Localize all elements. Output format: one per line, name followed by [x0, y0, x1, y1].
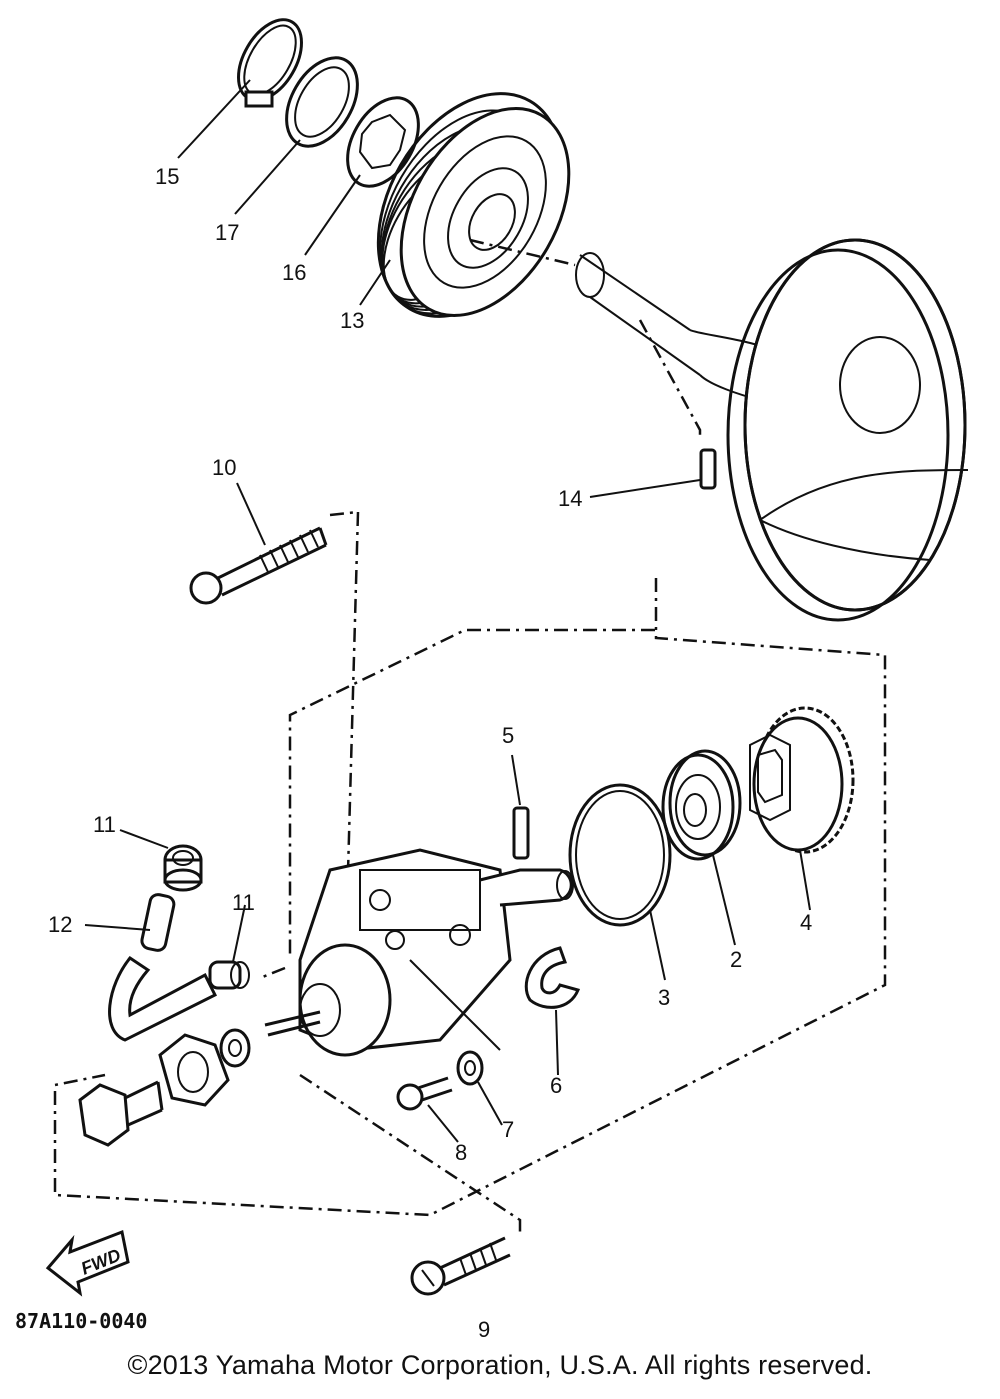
- label-4: 4: [800, 910, 812, 935]
- label-8: 8: [455, 1140, 467, 1165]
- copyright-notice: ©2013 Yamaha Motor Corporation, U.S.A. A…: [127, 1350, 873, 1380]
- label-7: 7: [502, 1117, 514, 1142]
- label-14: 14: [558, 486, 582, 511]
- banjo-bolt-assembly: [78, 1028, 251, 1147]
- forward-arrow-icon: FWD: [45, 1229, 130, 1297]
- part-o-ring-3[interactable]: [568, 783, 672, 927]
- part-fitting-11-lower[interactable]: [208, 960, 250, 990]
- part-fitting-11-upper[interactable]: [163, 844, 203, 892]
- exploded-parts-diagram: 15 17 16 13 14 10 5 11 12 11 3 2 4 6 7 8…: [15, 9, 969, 1340]
- label-10: 10: [212, 455, 236, 480]
- part-bearing-2[interactable]: [661, 749, 742, 861]
- part-clip-6[interactable]: [524, 946, 581, 1009]
- part-bolt-8[interactable]: [396, 1076, 453, 1111]
- label-11-upper: 11: [93, 812, 116, 837]
- label-12: 12: [48, 912, 72, 937]
- oil-pump-body: [264, 848, 574, 1057]
- label-3: 3: [658, 985, 670, 1010]
- part-washer-17[interactable]: [272, 45, 372, 158]
- part-hose-12[interactable]: [108, 893, 218, 1042]
- part-lock-washer-16[interactable]: [333, 85, 433, 198]
- label-16: 16: [282, 260, 306, 285]
- part-gear-4[interactable]: [749, 706, 855, 854]
- diagram-code: 87A110-0040: [15, 1309, 147, 1333]
- part-circlip-15[interactable]: [225, 9, 314, 111]
- label-17: 17: [215, 220, 239, 245]
- part-screw-9[interactable]: [410, 1236, 511, 1296]
- label-11-lower: 11: [232, 890, 255, 915]
- label-9: 9: [478, 1317, 490, 1340]
- leader-lines: [84, 79, 811, 1143]
- part-number-labels: 15 17 16 13 14 10 5 11 12 11 3 2 4 6 7 8…: [48, 164, 812, 1340]
- crankshaft-drawing: [575, 238, 969, 622]
- part-key-14[interactable]: [699, 448, 717, 490]
- part-bolt-10[interactable]: [189, 526, 328, 605]
- label-6: 6: [550, 1073, 562, 1098]
- part-washer-7[interactable]: [456, 1050, 484, 1086]
- label-13: 13: [340, 308, 364, 333]
- label-5: 5: [502, 723, 514, 748]
- label-15: 15: [155, 164, 179, 189]
- label-2: 2: [730, 947, 742, 972]
- part-pin-5[interactable]: [512, 806, 530, 860]
